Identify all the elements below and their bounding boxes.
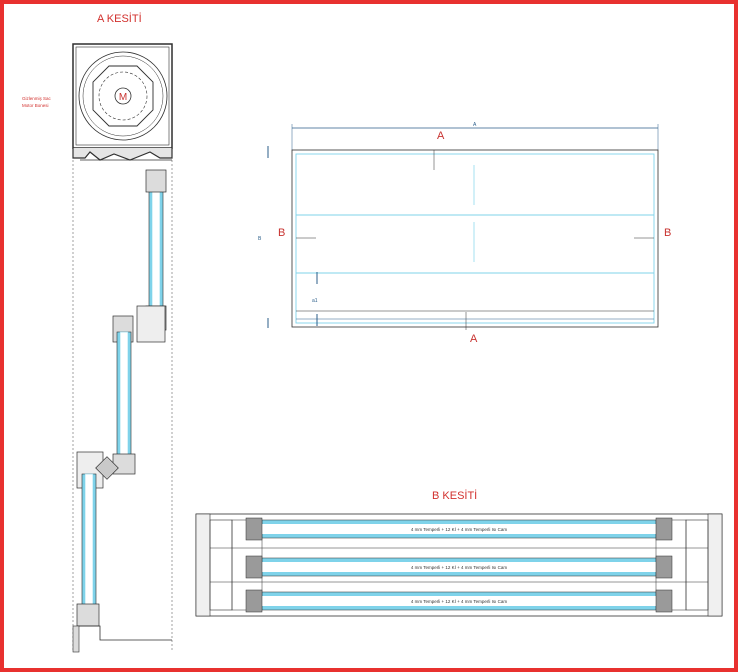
elevation-right-label: B: [664, 227, 671, 239]
glass-spec-label-2: 4 mm Temperli + 12 Kİ + 4 mm Temperli Is…: [411, 564, 508, 570]
glass-spec-label-3: 4 mm Temperli + 12 Kİ + 4 mm Temperli Is…: [411, 598, 508, 604]
elevation-top-dimension: A: [473, 122, 477, 128]
middle-sash: [112, 305, 166, 475]
motor-box: [72, 43, 173, 161]
elevation-left-dimension: B: [258, 236, 262, 242]
guide-lines: [72, 160, 173, 650]
bottom-sash: [72, 451, 172, 653]
elevation-left-label: B: [278, 227, 285, 239]
glass-pane-1: [245, 517, 673, 541]
section-b-title: B KESİTİ: [432, 489, 477, 502]
motor-symbol: M: [119, 92, 127, 103]
elevation-small-dimension: a1: [312, 298, 318, 304]
glass-pane-2: [245, 555, 673, 579]
motor-note-line1: Gizlenmiş Sac: [22, 96, 52, 101]
elevation-top-label: A: [437, 130, 445, 142]
motor-note-line2: Motor Bonesi: [22, 103, 49, 108]
section-a-title: A KESİTİ: [97, 12, 142, 25]
section-b-drawing: [195, 513, 723, 617]
glass-spec-label-1: 4 mm Temperli + 12 Kİ + 4 mm Temperli Is…: [411, 526, 508, 532]
front-elevation: [267, 124, 659, 330]
elevation-bottom-label: A: [470, 333, 478, 345]
glass-pane-3: [245, 589, 673, 613]
